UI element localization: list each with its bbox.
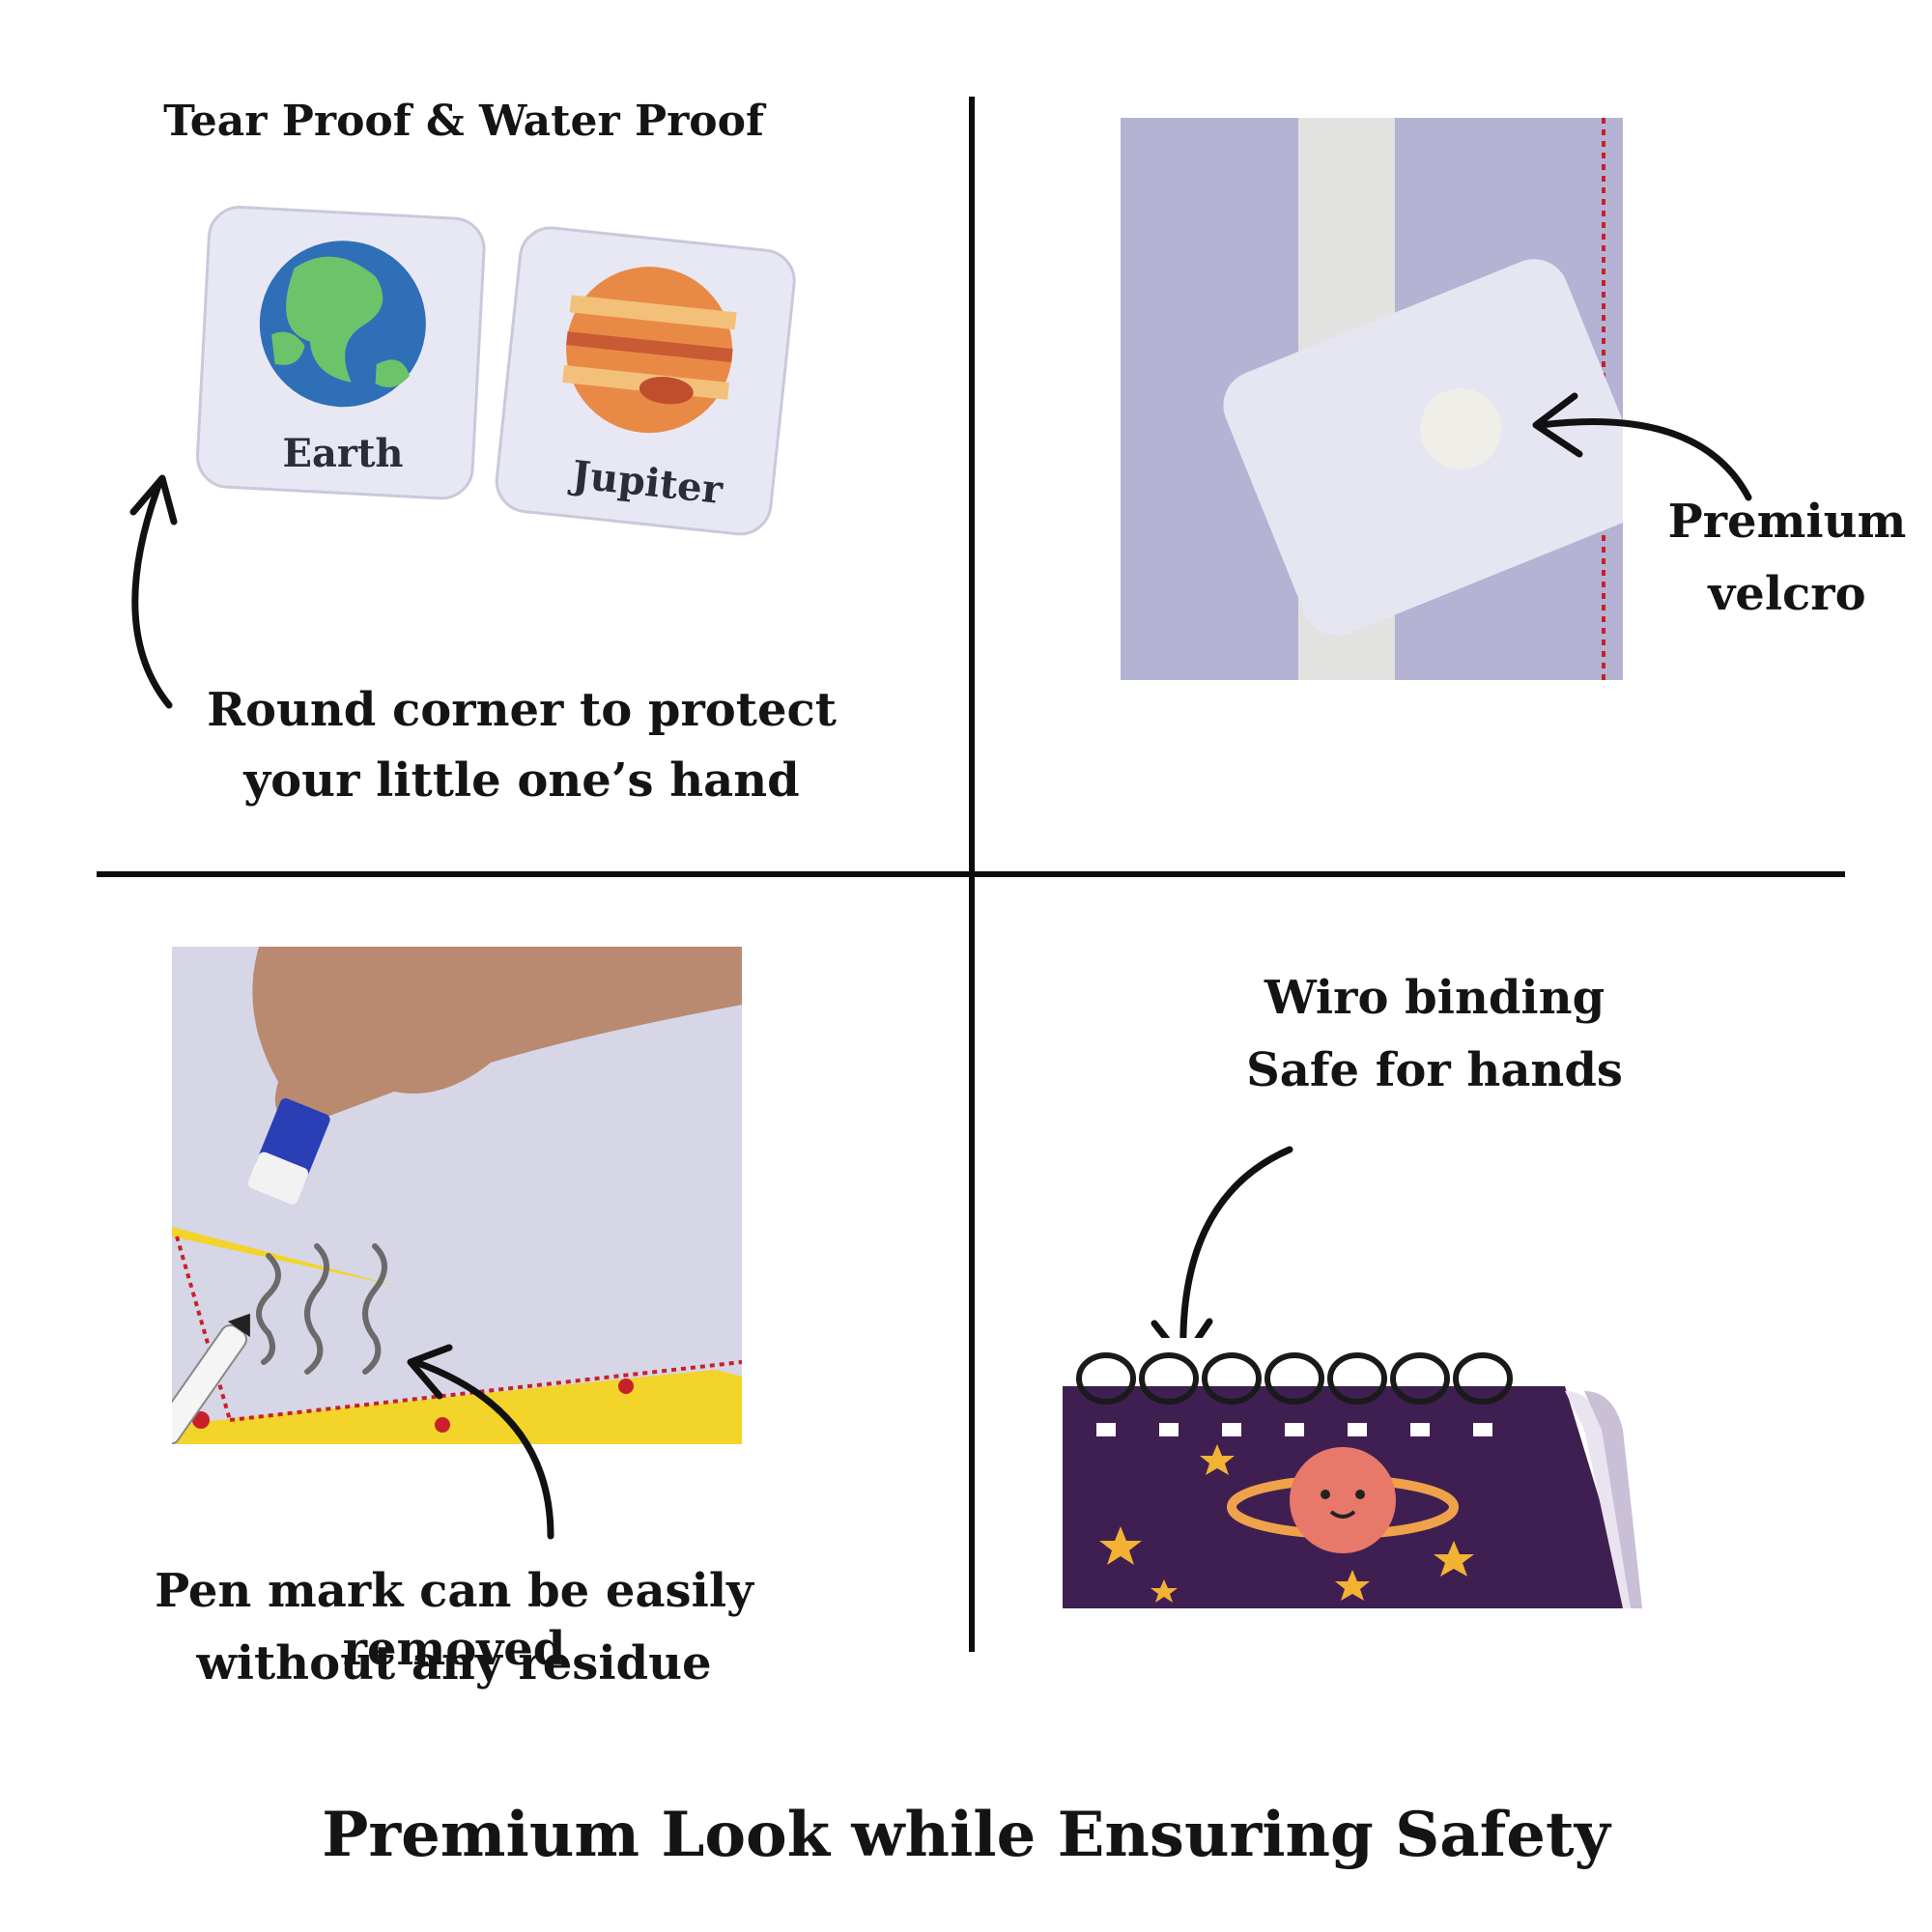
card-earth-label: Earth xyxy=(282,431,404,476)
q3-caption-line1: Pen mark can be easily removed xyxy=(155,1564,753,1676)
vertical-divider-top xyxy=(969,97,975,874)
q4-caption-line1: Wiro binding xyxy=(1264,971,1605,1025)
q1-caption-line2: your little one’s hand xyxy=(243,753,800,808)
q1-heading: Tear Proof & Water Proof xyxy=(163,97,764,146)
arrow-icon xyxy=(396,1343,570,1546)
eraser-demo-photo xyxy=(172,947,742,1444)
q2-caption-line2: velcro xyxy=(1708,567,1866,621)
vertical-divider-bottom xyxy=(969,874,975,1652)
wiro-binding-photo xyxy=(1063,1338,1642,1608)
velcro-photo xyxy=(1121,118,1623,680)
arrow-icon xyxy=(106,464,193,715)
planet-cards-image: Earth Jupiter xyxy=(184,193,811,551)
q2-caption-line1: Premium xyxy=(1667,495,1907,549)
page-title: Premium Look while Ensuring Safety xyxy=(322,1799,1610,1871)
arrow-icon xyxy=(1517,377,1758,522)
q1-caption-line1: Round corner to protect xyxy=(207,683,837,737)
q4-caption-line2: Safe for hands xyxy=(1246,1043,1623,1097)
q3-caption-line2: without any residue xyxy=(196,1636,712,1690)
arrow-icon xyxy=(1140,1140,1304,1372)
